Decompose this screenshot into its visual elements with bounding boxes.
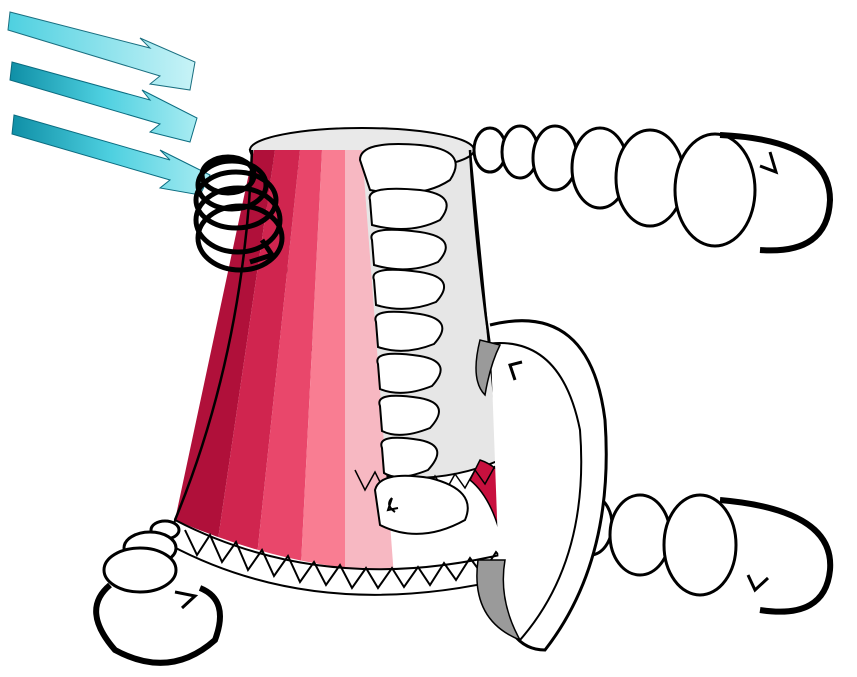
- incoming-wind-arrows: [8, 12, 210, 195]
- coil-ribbon-icon: [474, 126, 830, 250]
- curved-arrow-icon: [748, 575, 768, 590]
- curved-arrow-icon: [175, 592, 195, 608]
- curved-arrow-icon: [760, 152, 776, 172]
